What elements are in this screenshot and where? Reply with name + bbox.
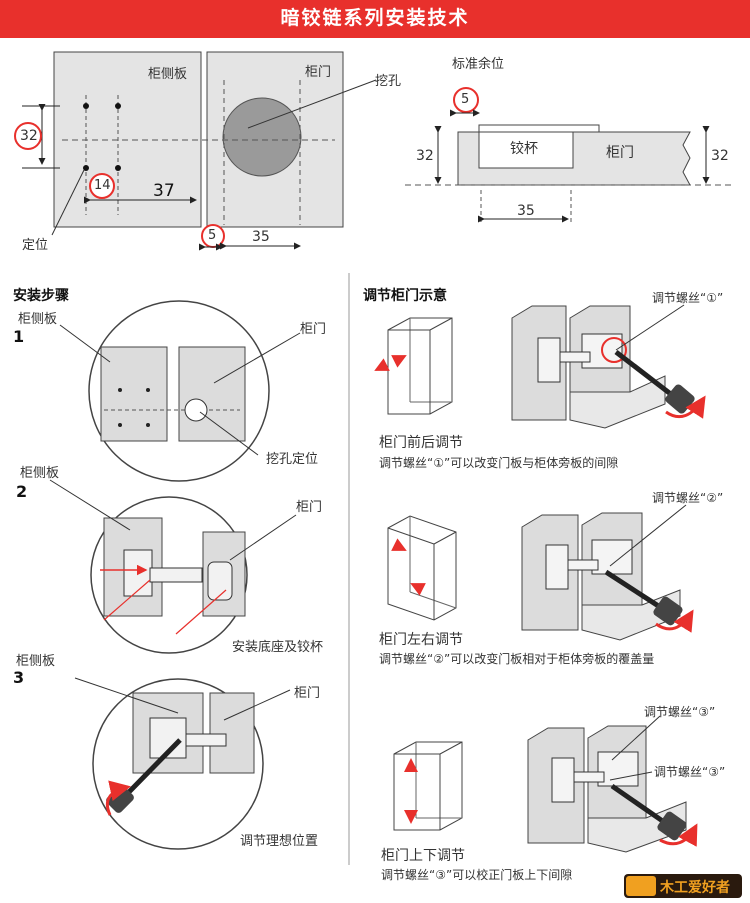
adjust-3-screw-label-2: 调节螺丝“③” <box>654 765 726 779</box>
logo-text: 木工爱好者 <box>660 880 730 896</box>
step-2-side-label: 柜侧板 <box>20 466 60 481</box>
dim-37-label: 37 <box>153 181 175 201</box>
cabinet-side-label: 柜侧板 <box>148 67 188 82</box>
adjust-1-screw-label: 调节螺丝“①” <box>652 291 724 305</box>
step-3-number: 3 <box>13 668 25 687</box>
adjust-heading: 调节柜门示意 <box>363 288 447 304</box>
step-2-illustration <box>49 479 297 654</box>
adjust-2-illustration <box>387 504 694 641</box>
cup-recess <box>478 131 574 169</box>
dim-32-left-label: 32 <box>416 148 434 164</box>
step-3-door-label: 柜门 <box>294 686 321 701</box>
dim-32-label: 32 <box>20 128 38 144</box>
cup-hole <box>222 97 302 177</box>
adjust-1-illustration <box>374 304 706 429</box>
adjust-2-screw-label: 调节螺丝“②” <box>652 491 724 505</box>
page-title: 暗铰链系列安装技术 <box>0 0 750 36</box>
dim-32-right-label: 32 <box>711 148 729 164</box>
dim-14-label: 14 <box>94 178 111 193</box>
step-1-door-label: 柜门 <box>300 322 327 337</box>
position-label: 定位 <box>22 238 49 253</box>
dim-35-section-label: 35 <box>517 203 535 219</box>
step-3-caption: 调节理想位置 <box>240 834 319 849</box>
step-1-illustration <box>59 300 301 482</box>
step-1-side-label: 柜侧板 <box>18 312 58 327</box>
adjust-2-title: 柜门左右调节 <box>379 632 463 648</box>
title-underline <box>0 36 750 38</box>
section-diagram <box>405 87 735 225</box>
section-door-label: 柜门 <box>606 145 634 161</box>
step-2-number: 2 <box>16 482 28 501</box>
drill-layout-diagram <box>14 51 377 251</box>
step-2-door-label: 柜门 <box>296 500 323 515</box>
adjust-3-illustration <box>393 715 698 853</box>
margin-5-label: 5 <box>461 92 470 107</box>
hole-label: 挖孔 <box>375 74 402 89</box>
door-label: 柜门 <box>305 65 332 80</box>
adjust-3-title: 柜门上下调节 <box>381 848 465 864</box>
step-2-caption: 安装底座及铰杯 <box>232 640 324 655</box>
adjust-3-screw-label: 调节螺丝“③” <box>644 705 716 719</box>
cup-label: 铰杯 <box>510 141 538 157</box>
adjust-1-desc: 调节螺丝“①”可以改变门板与柜体旁板的间隙 <box>379 456 619 470</box>
adjust-1-title: 柜门前后调节 <box>379 435 463 451</box>
step-1-caption: 挖孔定位 <box>266 452 319 467</box>
logo-mark <box>624 874 742 898</box>
standard-margin-label: 标准余位 <box>452 57 505 72</box>
dim-35-label: 35 <box>252 229 270 245</box>
step-1-number: 1 <box>13 327 25 346</box>
adjust-2-desc: 调节螺丝“②”可以改变门板相对于柜体旁板的覆盖量 <box>379 652 655 666</box>
step-3-side-label: 柜侧板 <box>16 654 56 669</box>
step-3-illustration <box>74 677 291 850</box>
adjust-3-desc: 调节螺丝“③”可以校正门板上下间隙 <box>381 868 573 882</box>
install-heading: 安装步骤 <box>13 288 69 304</box>
dim-5-label: 5 <box>208 228 217 243</box>
side-board-edge <box>478 124 600 133</box>
